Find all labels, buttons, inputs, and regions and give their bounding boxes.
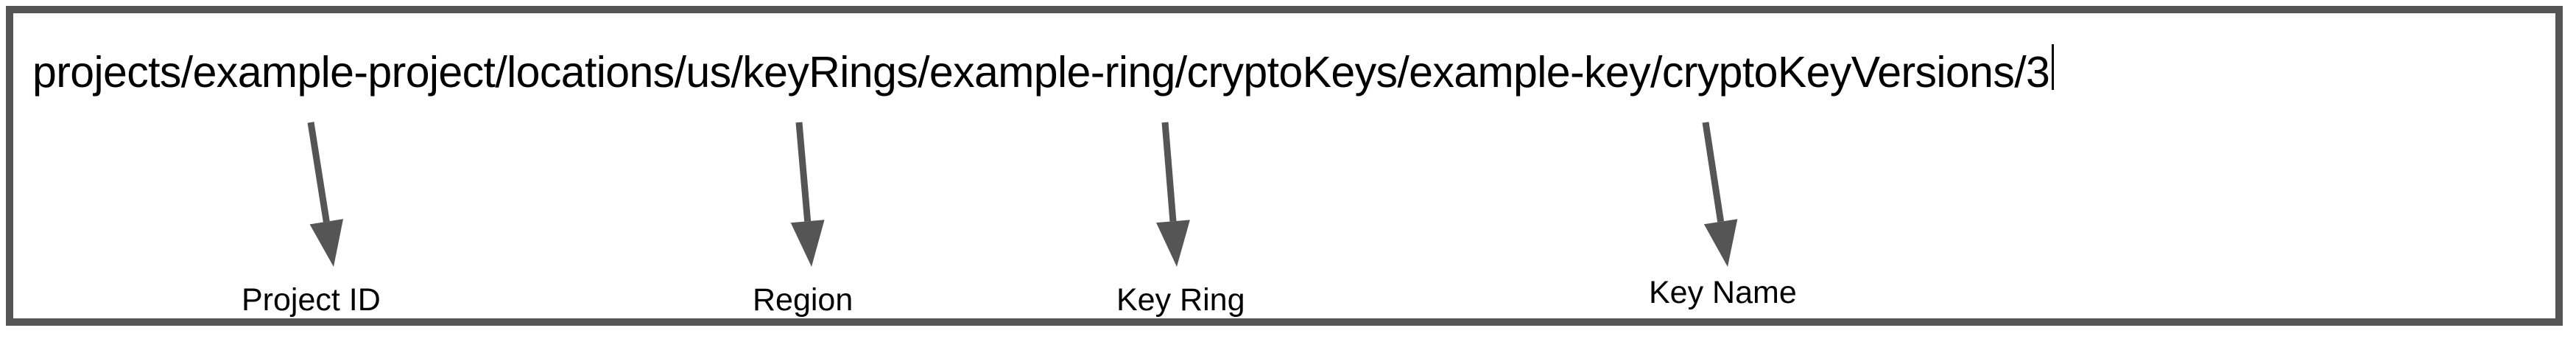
annotation-label-key-name: Key Name bbox=[1649, 275, 1797, 310]
resource-path-field[interactable]: projects/example-project/locations/us/ke… bbox=[32, 41, 2055, 99]
arrow-head-icon bbox=[309, 219, 344, 267]
resource-path-text: projects/example-project/locations/us/ke… bbox=[32, 48, 2050, 97]
arrow-shaft bbox=[1702, 122, 1725, 223]
text-caret bbox=[2052, 44, 2055, 90]
arrow-shaft bbox=[1161, 122, 1177, 222]
arrow-head-icon bbox=[1703, 219, 1738, 267]
diagram-frame: projects/example-project/locations/us/ke… bbox=[6, 6, 2563, 326]
arrow-shaft bbox=[307, 122, 330, 223]
annotation-label-key-ring: Key Ring bbox=[1116, 282, 1245, 318]
arrow-head-icon bbox=[790, 220, 825, 267]
arrow-shaft bbox=[795, 122, 812, 222]
arrow-head-icon bbox=[1156, 220, 1190, 267]
annotation-label-project-id: Project ID bbox=[242, 282, 381, 318]
annotation-label-region: Region bbox=[753, 282, 854, 318]
